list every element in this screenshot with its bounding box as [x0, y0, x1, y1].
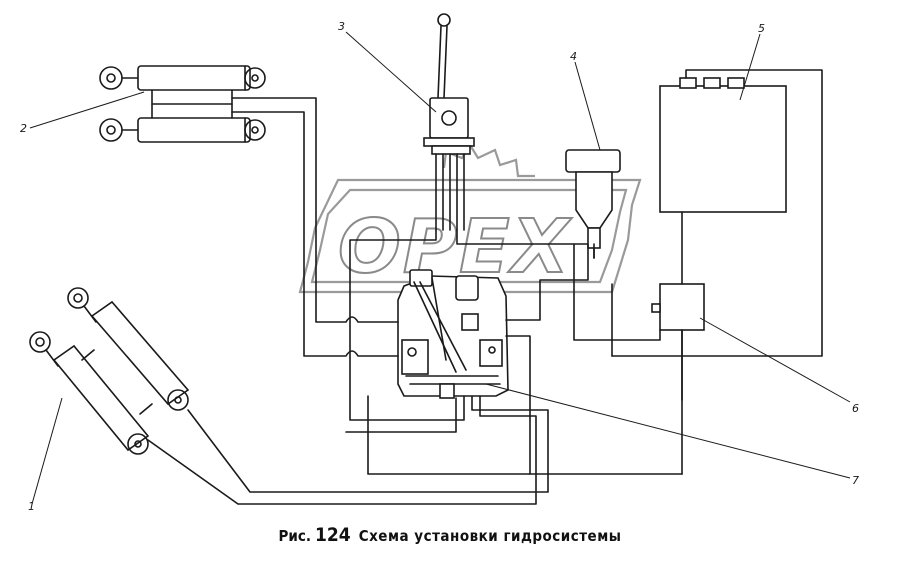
figure-caption: Рис.124 Схема установки гидросистемы [0, 524, 900, 546]
label-2: 2 [20, 122, 27, 135]
hydraulic-lines [147, 97, 683, 505]
label-7: 7 [852, 474, 859, 487]
label-5: 5 [758, 22, 765, 35]
label-1: 1 [28, 500, 35, 513]
filter-4 [565, 149, 621, 259]
figure-prefix: Рис. [278, 527, 311, 545]
cylinder-pair-1 [29, 287, 190, 455]
tank-5 [611, 69, 823, 357]
pump-6 [651, 211, 705, 475]
figure-number: 124 [315, 524, 351, 546]
label-4: 4 [570, 50, 577, 63]
figure-title: Схема установки гидросистемы [358, 527, 622, 545]
label-6: 6 [852, 402, 859, 415]
control-valve-3 [423, 13, 475, 231]
label-3: 3 [338, 20, 345, 33]
leader-lines [29, 31, 851, 505]
cylinder-pair-2 [99, 65, 266, 143]
distributor-block-7 [397, 269, 509, 399]
